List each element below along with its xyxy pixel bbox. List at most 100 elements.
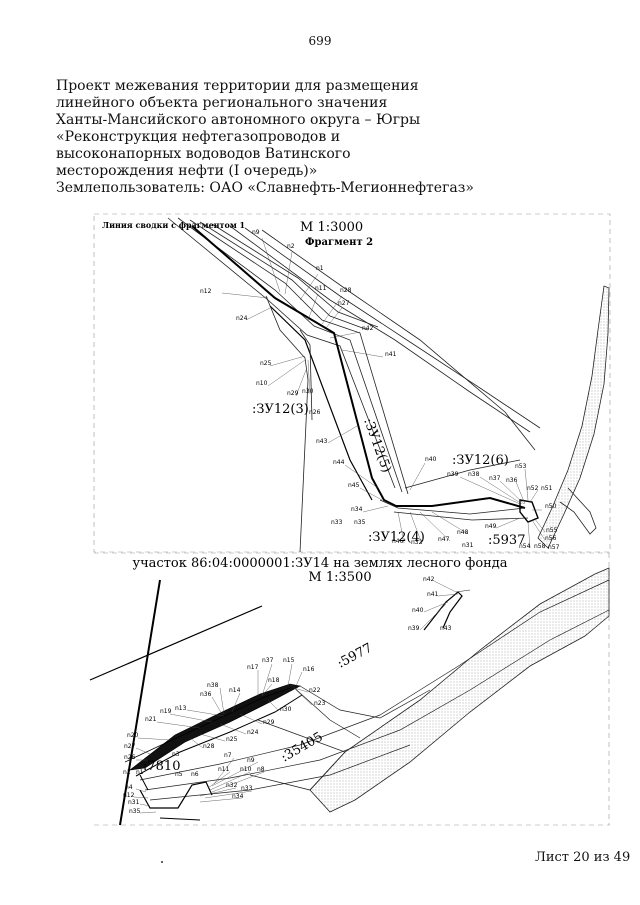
- point-label: n17: [247, 664, 259, 671]
- parcel-label: :ЗУ12(4): [368, 530, 425, 545]
- point-label: n27: [338, 300, 350, 307]
- point-label: n15: [283, 657, 295, 664]
- point-label: n32: [226, 782, 238, 789]
- title-line: высоконапорных водоводов Ватинского: [56, 146, 351, 162]
- point-label: n28: [203, 743, 215, 750]
- point-label: n26: [124, 754, 136, 761]
- page-number: 699: [308, 34, 332, 48]
- point-label: n42: [423, 576, 435, 583]
- point-label: n35: [354, 519, 366, 526]
- point-label: n57: [548, 544, 560, 551]
- point-label: n47: [438, 536, 450, 543]
- point-label: n18: [268, 677, 280, 684]
- point-label: n24: [247, 729, 259, 736]
- title-line: Ханты-Мансийского автономного округа – Ю…: [56, 112, 421, 128]
- parcel-label: :7810: [143, 759, 180, 774]
- point-label: n33: [241, 785, 253, 792]
- label-leaders: [133, 580, 459, 814]
- point-label: n29: [263, 719, 275, 726]
- corridor-lines: [139, 579, 610, 801]
- point-label: n39: [408, 625, 420, 632]
- fragment-3-scale: М 1:3500: [308, 570, 371, 585]
- document-title: Проект межевания территории для размещен…: [56, 78, 474, 197]
- parcel-label: :5977: [335, 641, 375, 672]
- boundary-line: [299, 329, 313, 421]
- fragment-2-scale: М 1:3000: [300, 220, 363, 235]
- fragment-2-label: Фрагмент 2: [305, 237, 373, 248]
- point-label: n1: [316, 265, 324, 272]
- point-label: n24: [236, 315, 248, 322]
- point-label: n33: [331, 519, 343, 526]
- point-label: n34: [351, 506, 363, 513]
- point-label: n38: [468, 471, 480, 478]
- point-label: n49: [485, 523, 497, 530]
- title-line: «Реконструкция нефтегазопроводов и: [56, 129, 341, 145]
- point-label: n31: [462, 542, 474, 549]
- parcel-outline: [139, 774, 149, 791]
- point-label: n42: [362, 325, 374, 332]
- parcel-outline: [519, 499, 539, 523]
- fragment-2-frame: [93, 213, 611, 553]
- point-label: n6: [191, 771, 199, 778]
- point-label: n54: [519, 543, 531, 550]
- point-label: n45: [348, 482, 360, 489]
- point-label: n16: [303, 666, 315, 673]
- point-label: n11: [315, 285, 327, 292]
- point-label: n20: [127, 732, 139, 739]
- point-label: n3: [172, 751, 180, 758]
- parcel-outline: [139, 781, 213, 809]
- forest-corridor: [309, 567, 610, 813]
- point-label: n41: [427, 591, 439, 598]
- boundary-line: [265, 295, 309, 553]
- boundary-line: [455, 589, 471, 593]
- point-label: n37: [262, 657, 274, 664]
- fragment-3-map: участок 86:04:0000001:ЗУ14 на землях лес…: [89, 552, 610, 826]
- point-label: n38: [207, 682, 219, 689]
- point-label: n37: [489, 475, 501, 482]
- point-label: n14: [229, 687, 241, 694]
- point-label: n34: [232, 793, 244, 800]
- point-label: n28: [340, 287, 352, 294]
- point-label: n40: [412, 607, 424, 614]
- point-label: n19: [160, 708, 172, 715]
- link-line-label: Линия сводки с фрагментом 1: [102, 220, 245, 230]
- point-label: n2: [287, 243, 295, 250]
- point-label: n7: [224, 752, 232, 759]
- road-line: [393, 511, 529, 521]
- point-label: n53: [515, 463, 527, 470]
- point-label: n11: [218, 766, 230, 773]
- point-label: n10: [256, 380, 268, 387]
- point-label: n41: [385, 351, 397, 358]
- parcel-label: :5937: [488, 533, 525, 548]
- fragment-3-caption: участок 86:04:0000001:ЗУ14 на землях лес…: [132, 556, 507, 571]
- point-label: n22: [309, 687, 321, 694]
- label-leaders: [221, 237, 546, 549]
- point-label: n9: [247, 757, 255, 764]
- title-line: месторождения нефти (I очередь)»: [56, 163, 318, 179]
- point-label: n30: [280, 706, 292, 713]
- point-label: n32: [411, 539, 423, 546]
- point-label: n9: [252, 229, 260, 236]
- boundary-line: [119, 579, 161, 826]
- point-label: n56: [545, 535, 557, 542]
- parcel-strip: [128, 683, 301, 771]
- title-line: линейного объекта регионального значения: [56, 95, 388, 111]
- road-line: [404, 459, 521, 489]
- title-line: Проект межевания территории для размещен…: [56, 78, 419, 94]
- point-label: n21: [145, 716, 157, 723]
- road-branch: [559, 487, 597, 535]
- point-label: n43: [440, 625, 452, 632]
- point-label: n2: [123, 769, 131, 776]
- boundary-line: [89, 605, 263, 681]
- point-label: n10: [240, 766, 252, 773]
- point-label: n36: [506, 477, 518, 484]
- parcel-label: :ЗУ12(5): [360, 416, 394, 475]
- point-label: n13: [175, 705, 187, 712]
- point-label: n43: [316, 438, 328, 445]
- pipeline-line: [124, 687, 291, 763]
- river-strip: [537, 285, 610, 549]
- point-label: n12: [123, 792, 135, 799]
- pipeline-line: [135, 694, 303, 777]
